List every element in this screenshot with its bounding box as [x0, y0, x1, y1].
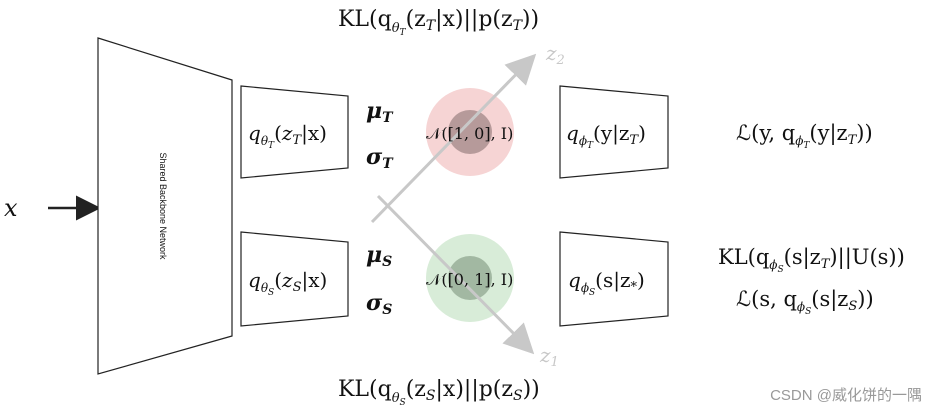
prior-s-label: 𝒩([0, 1], I) — [426, 270, 513, 289]
z1-axis-label: z1 — [539, 343, 559, 370]
kl-top-label: KL(qθT(zT|x)||p(zT)) — [338, 7, 539, 38]
watermark: CSDN @威化饼的一隅 — [770, 387, 922, 404]
prior-s-inner-circle — [448, 256, 492, 300]
sigma-s-label: σS — [366, 290, 392, 318]
mu-t-label: μT — [366, 98, 394, 126]
loss-s-label: ℒ(s, qϕS(s|zS)) — [736, 287, 874, 317]
loss-t-label: ℒ(y, qϕT(y|zT)) — [736, 121, 873, 151]
z2-axis-label: z2 — [545, 41, 565, 68]
z2-axis-arrow — [370, 53, 537, 224]
sigma-t-label: σT — [366, 144, 394, 172]
backbone-label: Shared Backbone Network — [158, 152, 168, 260]
mu-s-label: μS — [366, 242, 392, 270]
kl-bottom-label: KL(qθS(zS|x)||p(zS)) — [338, 377, 540, 408]
prior-t-label: 𝒩([1, 0], I) — [426, 124, 513, 143]
z1-axis-arrow — [376, 194, 535, 355]
encoder-s-block — [240, 231, 349, 327]
encoder-t-block — [240, 85, 349, 179]
decoder-s-block — [559, 231, 669, 327]
decoder-s-label: qϕS(s|z*) — [568, 268, 645, 298]
encoder-s-label: qθS(zS|x) — [248, 268, 327, 298]
encoder-t-label: qθT(zT|x) — [248, 121, 327, 151]
prior-t-inner-circle — [448, 110, 492, 154]
kl-s-label: KL(qϕS(s|zT)||U(s)) — [718, 245, 905, 275]
decoder-t-label: qϕT(y|zT) — [566, 121, 646, 151]
decoder-t-block — [559, 85, 669, 179]
shared-backbone-network — [97, 37, 233, 375]
input-x-label: x — [4, 194, 18, 222]
